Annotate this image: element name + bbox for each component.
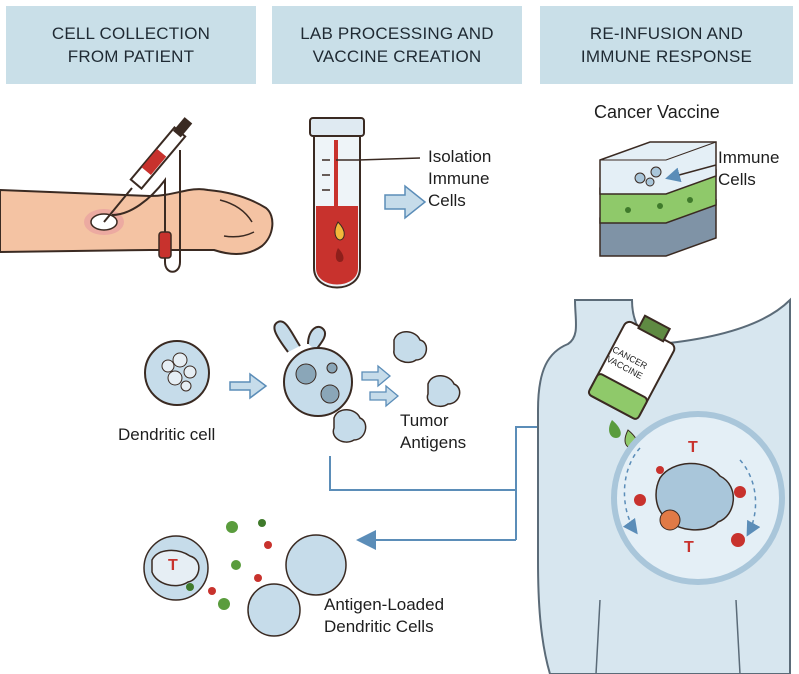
banner-reinfusion: RE-INFUSION AND IMMUNE RESPONSE [540, 6, 793, 84]
vaccine-layer-stack [599, 141, 717, 257]
dendritic-cell-icon [144, 340, 210, 406]
process-arrow-right [384, 184, 427, 220]
arrow-to-uptake [229, 372, 268, 400]
loaded-dendritic-cells: T [143, 534, 347, 637]
antigen-arrows [361, 364, 400, 408]
banner-cell-collection: CELL COLLECTION FROM PATIENT [6, 6, 256, 84]
immune-response-zoom: T T [611, 411, 785, 585]
blood-tube-line [111, 150, 181, 273]
flow-connector-lines [329, 426, 560, 550]
dendritic-cell-label: Dendritic cell [118, 425, 216, 444]
test-tube-icon [309, 117, 421, 289]
syringe-icon [103, 117, 193, 223]
t-cell-marker-bottom: T [684, 539, 694, 556]
antigen-particles [186, 519, 272, 610]
banner-lab-processing: LAB PROCESSING AND VACCINE CREATION [272, 6, 522, 84]
banner-lab-processing-text: LAB PROCESSING AND VACCINE CREATION [300, 24, 494, 66]
vaccine-bottle-icon [587, 314, 676, 449]
cancer-vaccine-label: Cancer Vaccine [594, 102, 720, 122]
antigen-uptake-cell [273, 320, 353, 417]
t-cell-marker-top: T [688, 439, 698, 456]
isolation-label: Isolation Immune Cells [428, 147, 492, 210]
tumor-antigens-label: Tumor Antigens [400, 411, 467, 452]
banner-reinfusion-text: RE-INFUSION AND IMMUNE RESPONSE [580, 24, 753, 66]
antigen-loaded-label: Antigen-Loaded Dendritic Cells [324, 595, 445, 636]
immune-cells-label: Immune Cells [718, 148, 780, 189]
tumor-antigen-clusters [332, 331, 461, 443]
arm-illustration [0, 188, 274, 256]
t-cell-marker: T [168, 557, 178, 574]
banner-cell-collection-text: CELL COLLECTION FROM PATIENT [51, 24, 211, 66]
